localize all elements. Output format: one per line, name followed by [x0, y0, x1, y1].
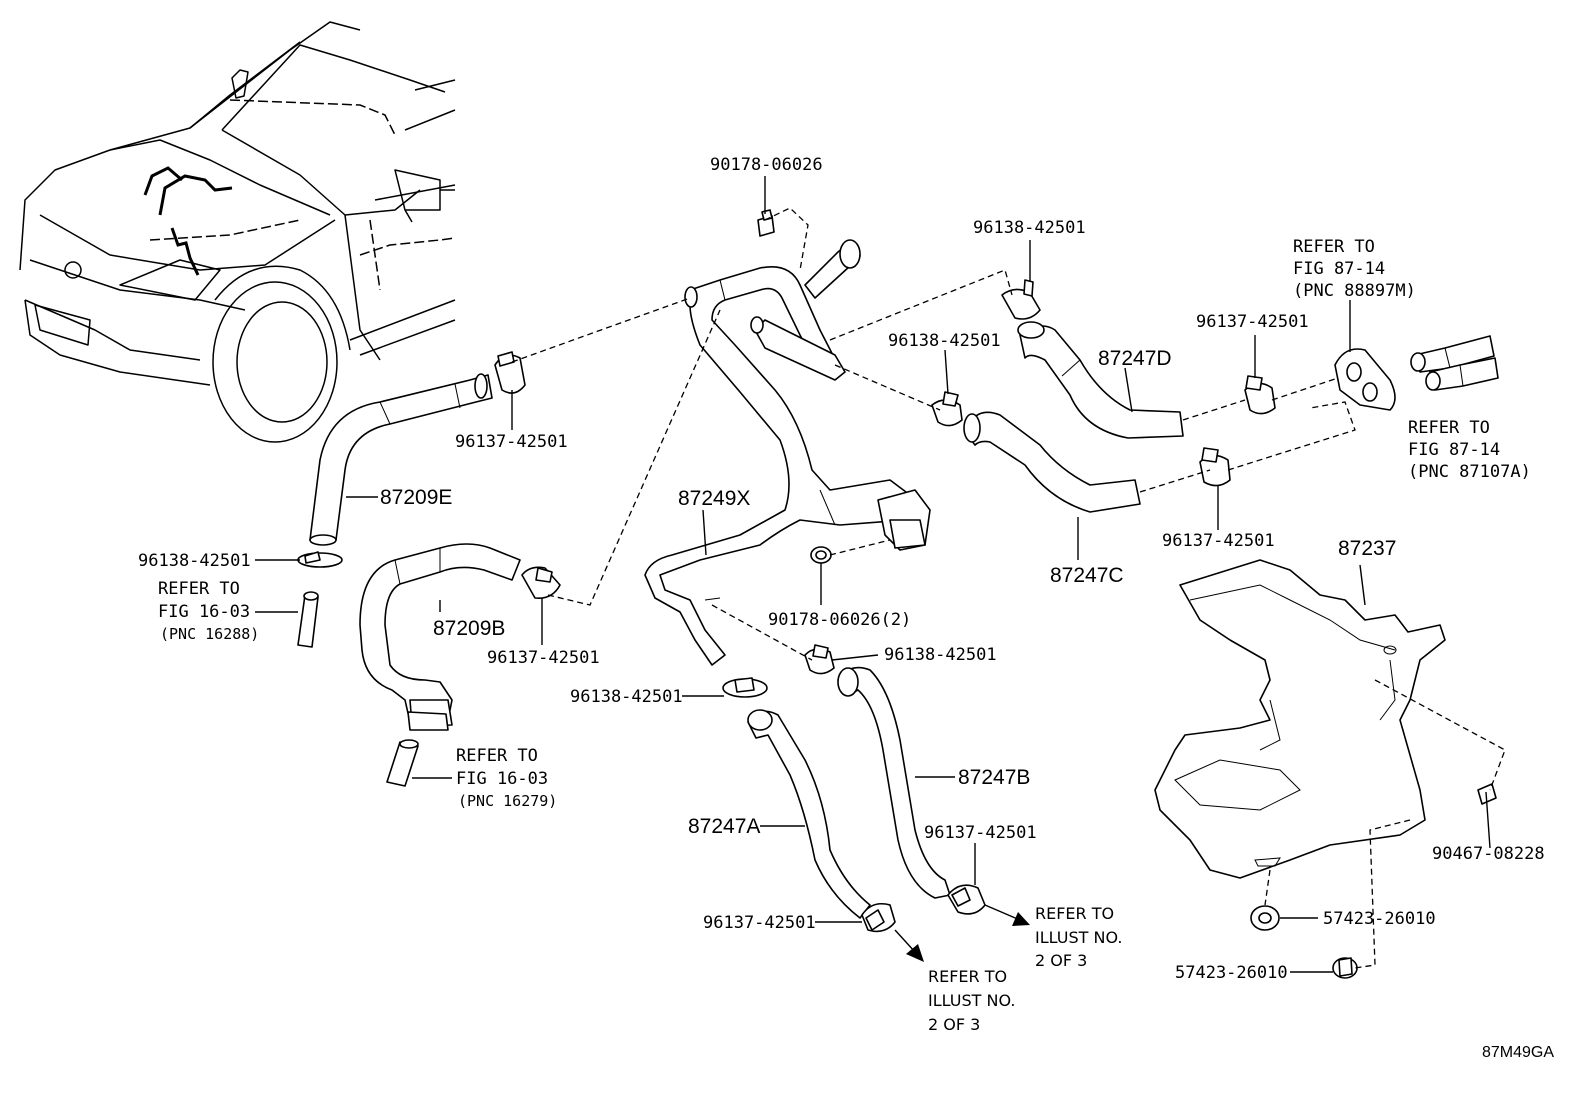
svg-text:REFER TO: REFER TO [158, 579, 240, 599]
label-clamp-b1: 96137-42501 [455, 432, 568, 452]
refer-note-illust-2: REFER TO ILLUST NO. 2 OF 3 [928, 967, 1015, 1034]
label-87247a: 87247A [688, 815, 760, 838]
label-clip-top: 90178-06026 [710, 155, 823, 175]
clamp-icon-3 [521, 566, 561, 600]
svg-text:ILLUST NO.: ILLUST NO. [928, 991, 1015, 1010]
pipe-pair-87107a [1410, 335, 1499, 391]
label-screw: 90467-08228 [1432, 844, 1545, 864]
refer-note-88897m: REFER TO FIG 87-14 (PNC 88897M) [1293, 237, 1416, 301]
label-87209b: 87209B [433, 617, 505, 640]
hose-87247c [963, 411, 1141, 513]
leader-lines [255, 176, 1366, 973]
label-clamp-b4: 96137-42501 [1162, 531, 1275, 551]
label-clamp-a1: 96138-42501 [138, 551, 251, 571]
label-clamp-b2: 96137-42501 [487, 648, 600, 668]
arrow-icon-2 [894, 929, 924, 962]
label-87249x: 87249X [678, 487, 750, 510]
grommet-icon-2 [1332, 957, 1358, 979]
svg-text:REFER TO: REFER TO [928, 967, 1007, 986]
label-87237: 87237 [1338, 537, 1396, 560]
clip-icon-mid [810, 546, 832, 564]
refer-note-16288: REFER TO FIG 16-03 (PNC 16288) [158, 579, 259, 643]
svg-text:2 OF 3: 2 OF 3 [1035, 951, 1087, 970]
refer-note-illust-1: REFER TO ILLUST NO. 2 OF 3 [1035, 904, 1122, 970]
label-87247b: 87247B [958, 766, 1030, 789]
clip-icon-top [757, 209, 775, 237]
clamp-icon-7 [1199, 447, 1231, 487]
label-clip-mid: 90178-06026(2) [768, 610, 911, 630]
label-87247d: 87247D [1098, 347, 1172, 370]
grommet-icon-1 [1250, 905, 1280, 931]
svg-text:(PNC 87107A): (PNC 87107A) [1408, 462, 1531, 482]
label-clamp-a4: 96138-42501 [570, 687, 683, 707]
label-clamp-a3: 96138-42501 [888, 331, 1001, 351]
hose-87247d [1017, 321, 1184, 439]
svg-text:(PNC 16279): (PNC 16279) [458, 792, 557, 810]
refer-note-87107a: REFER TO FIG 87-14 (PNC 87107A) [1408, 418, 1531, 482]
dashed-connectors [511, 207, 1506, 969]
labels: 87209E 87209B 87249X 87247D 87247C 87247… [138, 155, 1554, 1061]
svg-text:FIG 16-03: FIG 16-03 [158, 602, 250, 622]
label-grommet-2: 57423-26010 [1175, 963, 1288, 983]
screw-icon [1477, 783, 1497, 849]
pipe-assembly-87249x [644, 239, 931, 666]
label-clamp-b3: 96137-42501 [1196, 312, 1309, 332]
label-grommet-1: 57423-26010 [1323, 909, 1436, 929]
hose-87247a [747, 709, 871, 919]
hose-87209e [309, 373, 493, 546]
clamp-icon-9 [804, 644, 835, 675]
svg-text:(PNC 88897M): (PNC 88897M) [1293, 281, 1416, 301]
label-clamp-b5: 96137-42501 [924, 823, 1037, 843]
cover-87237 [1154, 559, 1446, 879]
clamp-icon-8 [722, 677, 768, 698]
svg-text:(PNC 16288): (PNC 16288) [160, 625, 259, 643]
clamp-icon-2 [297, 551, 343, 568]
clamp-icon-5 [931, 391, 963, 427]
hose-87209b [359, 543, 521, 731]
label-87247c: 87247C [1050, 564, 1124, 587]
svg-text:REFER TO: REFER TO [456, 746, 538, 766]
svg-text:2 OF 3: 2 OF 3 [928, 1015, 980, 1034]
clamp-icon-10 [947, 884, 986, 915]
label-clamp-a5: 96138-42501 [884, 645, 997, 665]
label-87209e: 87209E [380, 486, 452, 509]
label-clamp-b6: 96137-42501 [703, 913, 816, 933]
grommet-88897m [1334, 348, 1396, 411]
svg-text:REFER TO: REFER TO [1035, 904, 1114, 923]
svg-text:ILLUST NO.: ILLUST NO. [1035, 928, 1122, 947]
diagram-code: 87M49GA [1482, 1044, 1554, 1061]
svg-text:REFER TO: REFER TO [1408, 418, 1490, 438]
arrow-icon-1 [984, 904, 1030, 926]
svg-text:FIG 87-14: FIG 87-14 [1408, 440, 1500, 460]
svg-text:REFER TO: REFER TO [1293, 237, 1375, 257]
svg-text:FIG 87-14: FIG 87-14 [1293, 259, 1385, 279]
clamp-icon-1 [494, 351, 526, 394]
hose-87247b [837, 666, 951, 899]
clamp-icon-4 [1001, 279, 1041, 320]
vehicle-illustration [19, 21, 456, 443]
clamp-icon-6 [1244, 375, 1276, 415]
refer-note-16279: REFER TO FIG 16-03 (PNC 16279) [456, 746, 557, 810]
pipe-stub-16288 [297, 591, 319, 648]
svg-text:FIG 16-03: FIG 16-03 [456, 769, 548, 789]
label-clamp-a2: 96138-42501 [973, 218, 1086, 238]
clamp-icon-11 [861, 902, 896, 933]
pipe-stub-16279 [386, 739, 419, 787]
